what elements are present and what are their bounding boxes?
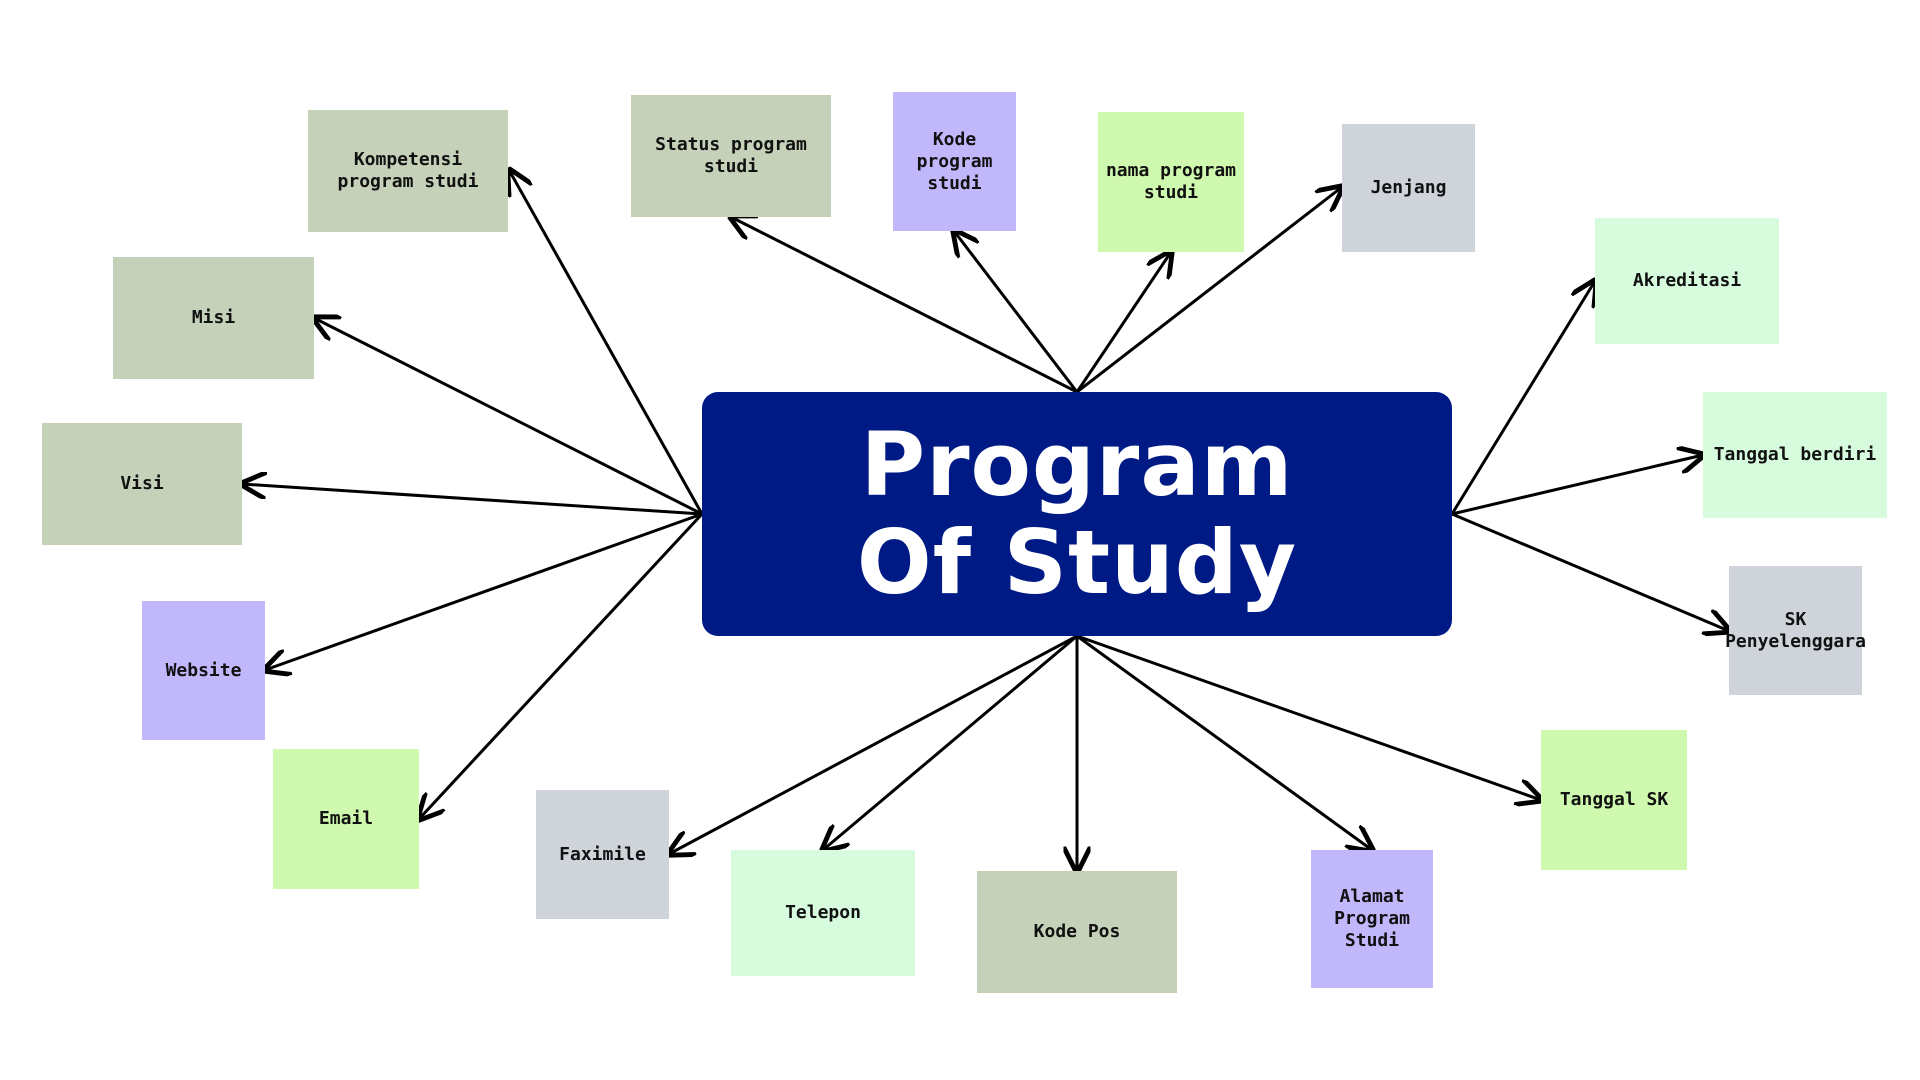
arrow-to-tanggalberdiri <box>1451 455 1703 516</box>
node-kodepos-label: Kode Pos <box>1033 921 1121 942</box>
node-telepon: Telepon <box>731 850 915 976</box>
node-alamat: Alamat Program Studi <box>1311 850 1433 988</box>
node-sk: SK Penyelenggara <box>1725 566 1866 695</box>
node-kodepos: Kode Pos <box>977 871 1177 993</box>
node-kompetensi-label: Kompetensi program studi <box>337 149 479 192</box>
node-kode: Kode program studi <box>893 92 1016 231</box>
arrow-to-nama <box>1075 252 1171 393</box>
arrow-to-sk <box>1451 512 1729 631</box>
node-website: Website <box>142 601 265 740</box>
node-akreditasi-label: Akreditasi <box>1632 270 1742 291</box>
node-telepon-label: Telepon <box>785 902 861 923</box>
arrow-to-status <box>731 217 1078 394</box>
arrow-to-jenjang <box>1076 187 1342 394</box>
node-email-label: Email <box>318 808 374 829</box>
node-status: Status program studi <box>631 95 831 217</box>
arrow-to-faximile <box>669 634 1078 854</box>
node-nama: nama program studi <box>1098 112 1244 252</box>
central-topic: Program Of Study <box>702 392 1452 636</box>
arrow-to-tanggalsk <box>1076 634 1541 800</box>
node-tanggalsk-label: Tanggal SK <box>1559 789 1669 810</box>
node-tanggalberdiri: Tanggal berdiri <box>1703 392 1887 518</box>
arrow-to-akreditasi <box>1450 281 1595 515</box>
node-website-label: Website <box>165 659 242 681</box>
arrow-to-visi <box>242 484 703 516</box>
node-misi-label: Misi <box>191 307 236 328</box>
node-tanggalsk: Tanggal SK <box>1541 730 1687 870</box>
arrow-to-misi <box>314 318 703 516</box>
arrow-to-kode <box>954 231 1079 393</box>
node-visi-label: Visi <box>120 473 164 494</box>
node-tanggalberdiri-label: Tanggal berdiri <box>1713 444 1877 465</box>
node-faximile: Faximile <box>536 790 669 919</box>
arrow-to-alamat <box>1076 634 1372 850</box>
arrow-to-website <box>265 512 703 670</box>
node-kompetensi: Kompetensi program studi <box>308 110 508 232</box>
node-alamat-label: Alamat Program Studi <box>1334 886 1410 951</box>
node-visi: Visi <box>42 423 242 545</box>
node-faximile-label: Faximile <box>559 843 646 865</box>
node-misi: Misi <box>113 257 314 379</box>
node-sk-label: SK Penyelenggara <box>1725 608 1866 652</box>
node-email: Email <box>273 749 419 889</box>
central-topic-label: Program Of Study <box>856 413 1298 614</box>
node-akreditasi: Akreditasi <box>1595 218 1779 344</box>
node-nama-label: nama program studi <box>1105 160 1237 203</box>
arrow-to-telepon <box>823 634 1078 850</box>
node-status-label: Status program studi <box>655 134 807 177</box>
node-kode-label: Kode program studi <box>916 128 993 194</box>
arrow-to-email <box>419 512 704 819</box>
node-jenjang: Jenjang <box>1342 124 1475 252</box>
arrow-to-kompetensi <box>509 170 704 515</box>
node-jenjang-label: Jenjang <box>1370 177 1447 198</box>
